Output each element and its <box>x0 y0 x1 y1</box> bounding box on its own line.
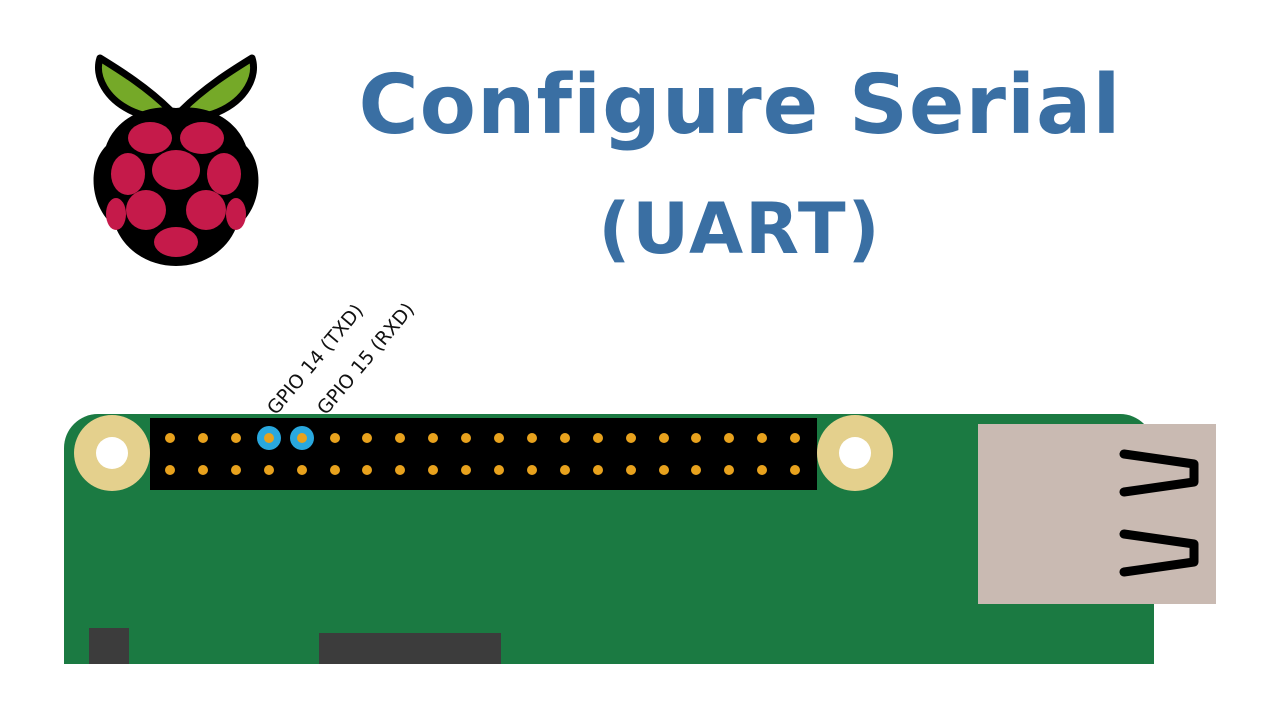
gpio-pin <box>461 465 472 475</box>
gpio-pin <box>165 433 175 443</box>
berry-drupelets <box>106 122 246 257</box>
gpio-pin <box>428 465 439 475</box>
gpio-pin <box>790 465 801 475</box>
board-component-small <box>89 628 129 664</box>
gpio-pin <box>724 465 735 475</box>
gpio-pin <box>691 465 702 475</box>
gpio-pin <box>230 465 241 475</box>
mounting-hole-right <box>817 415 893 491</box>
gpio-pin <box>757 433 768 443</box>
gpio-pin <box>230 433 241 443</box>
page-subtitle: (UART) <box>598 188 882 270</box>
gpio-pin <box>691 433 702 443</box>
gpio-pin <box>658 433 669 443</box>
gpio-pin <box>165 465 175 475</box>
usb-port-icon <box>1119 449 1199 577</box>
raspberry-pi-logo <box>93 54 259 266</box>
gpio14-txd-pin <box>256 426 281 450</box>
gpio-pin <box>461 433 472 443</box>
gpio-pin <box>526 465 537 475</box>
board-component-long <box>319 633 501 664</box>
gpio-pin <box>625 465 636 475</box>
gpio-header <box>150 418 817 490</box>
gpio-pin <box>428 433 439 443</box>
right-leaf <box>178 54 257 120</box>
gpio-pin <box>724 433 735 443</box>
gpio15-rxd-pin <box>289 426 314 450</box>
gpio-pin <box>494 433 504 443</box>
gpio-pin <box>592 433 603 443</box>
gpio-pin <box>329 433 340 443</box>
mounting-hole-left <box>74 415 150 491</box>
left-leaf <box>95 54 174 120</box>
usb-port <box>978 424 1216 604</box>
gpio-pin <box>329 465 340 475</box>
gpio-pin <box>625 433 636 443</box>
gpio-pin <box>362 433 373 443</box>
page-title: Configure Serial <box>358 58 1122 153</box>
gpio-pin <box>296 465 307 475</box>
gpio-pin <box>197 433 208 443</box>
gpio-pin <box>592 465 603 475</box>
gpio-pin <box>395 465 406 475</box>
gpio-pin <box>263 465 274 475</box>
gpio-pin <box>494 465 504 475</box>
gpio-pin <box>559 433 570 443</box>
gpio-pin <box>526 433 537 443</box>
gpio-pin <box>197 465 208 475</box>
gpio-pin <box>362 465 373 475</box>
gpio-pin <box>395 433 406 443</box>
gpio-pin <box>757 465 768 475</box>
gpio-pin <box>559 465 570 475</box>
gpio-pin <box>658 465 669 475</box>
gpio-pin <box>790 433 801 443</box>
